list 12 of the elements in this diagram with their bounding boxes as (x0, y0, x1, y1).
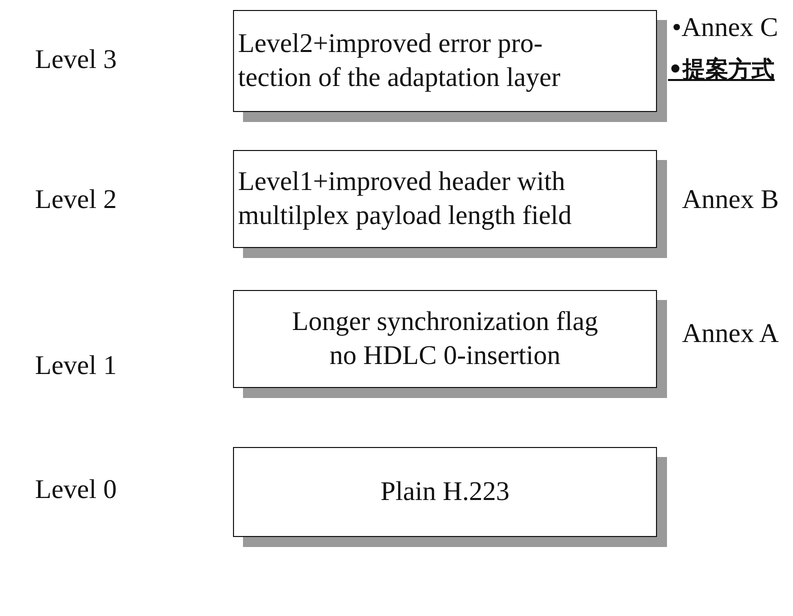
box-text: Plain H.223 (379, 475, 510, 508)
level-label: Level 0 (35, 474, 117, 505)
level-label: Level 1 (35, 350, 117, 381)
box-text: Longer synchronization flag no HDLC 0-insertion (291, 305, 599, 372)
annex-label: Annex B (682, 184, 779, 215)
annex-label: Annex A (682, 318, 779, 349)
box-text: Level1+improved header with multilplex payload length field (238, 165, 573, 232)
box-text: Level2+improved error pro- tection of the adaptation layer (238, 27, 562, 94)
annex-label: •Annex C (672, 12, 778, 43)
level-label: Level 3 (35, 44, 117, 75)
level-label: Level 2 (35, 184, 117, 215)
annex-label: •提案方式 (668, 56, 775, 85)
